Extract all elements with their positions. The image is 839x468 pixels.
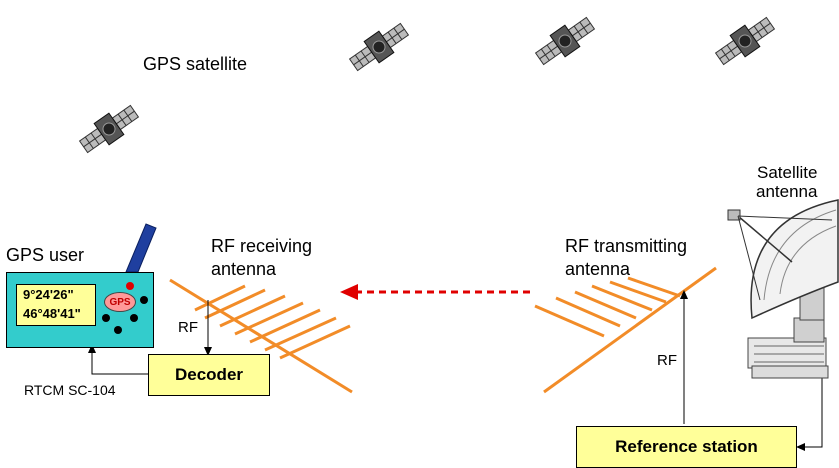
device-antenna-icon xyxy=(125,223,157,273)
rf-receiving-antenna-label-1: RF receiving xyxy=(211,236,313,256)
gps-user-label: GPS user xyxy=(6,245,85,265)
device-button-dot xyxy=(114,326,122,334)
rf-right-label: RF xyxy=(657,352,677,369)
gps-button: GPS xyxy=(104,292,136,312)
device-button-dot xyxy=(126,282,134,290)
gps-satellite-icon-3 xyxy=(534,16,596,66)
coordinate-line-1: 9°24'26" xyxy=(23,287,74,302)
satellite-dish-icon xyxy=(727,199,839,379)
gps-satellite-icon-2 xyxy=(348,22,410,72)
satellite-antenna-label-1: Satellite xyxy=(757,163,818,182)
device-button-dot xyxy=(102,314,110,322)
reference-station-box: Reference station xyxy=(576,426,797,468)
gps-satellite-icon-4 xyxy=(714,16,776,66)
rf-transmitting-antenna-label-2: antenna xyxy=(565,259,631,279)
rf-receiving-antenna-label-2: antenna xyxy=(211,259,277,279)
gps-satellite-icon-1 xyxy=(78,104,140,154)
device-button-dot xyxy=(140,296,148,304)
coordinate-line-2: 46°48'41" xyxy=(23,306,81,321)
device-button-dot xyxy=(130,314,138,322)
decoder-box: Decoder xyxy=(148,354,270,396)
rf-transmitting-antenna-icon xyxy=(534,266,717,394)
rtcm-to-user-arrow xyxy=(88,344,96,353)
rtcm-label: RTCM SC-104 xyxy=(24,382,116,398)
gps-satellite-label: GPS satellite xyxy=(143,54,248,74)
rf-transmitting-antenna-label-1: RF transmitting xyxy=(565,236,688,256)
rf-left-label: RF xyxy=(178,319,198,336)
satellite-antenna-label-2: antenna xyxy=(756,182,818,201)
rf-receiving-antenna-icon xyxy=(169,278,353,394)
dish-to-station-arrow xyxy=(796,443,805,451)
coordinate-display: 9°24'26" 46°48'41" xyxy=(16,284,96,326)
station-to-transmitter-arrow xyxy=(680,290,688,299)
rf-to-decoder-arrow xyxy=(204,347,212,356)
